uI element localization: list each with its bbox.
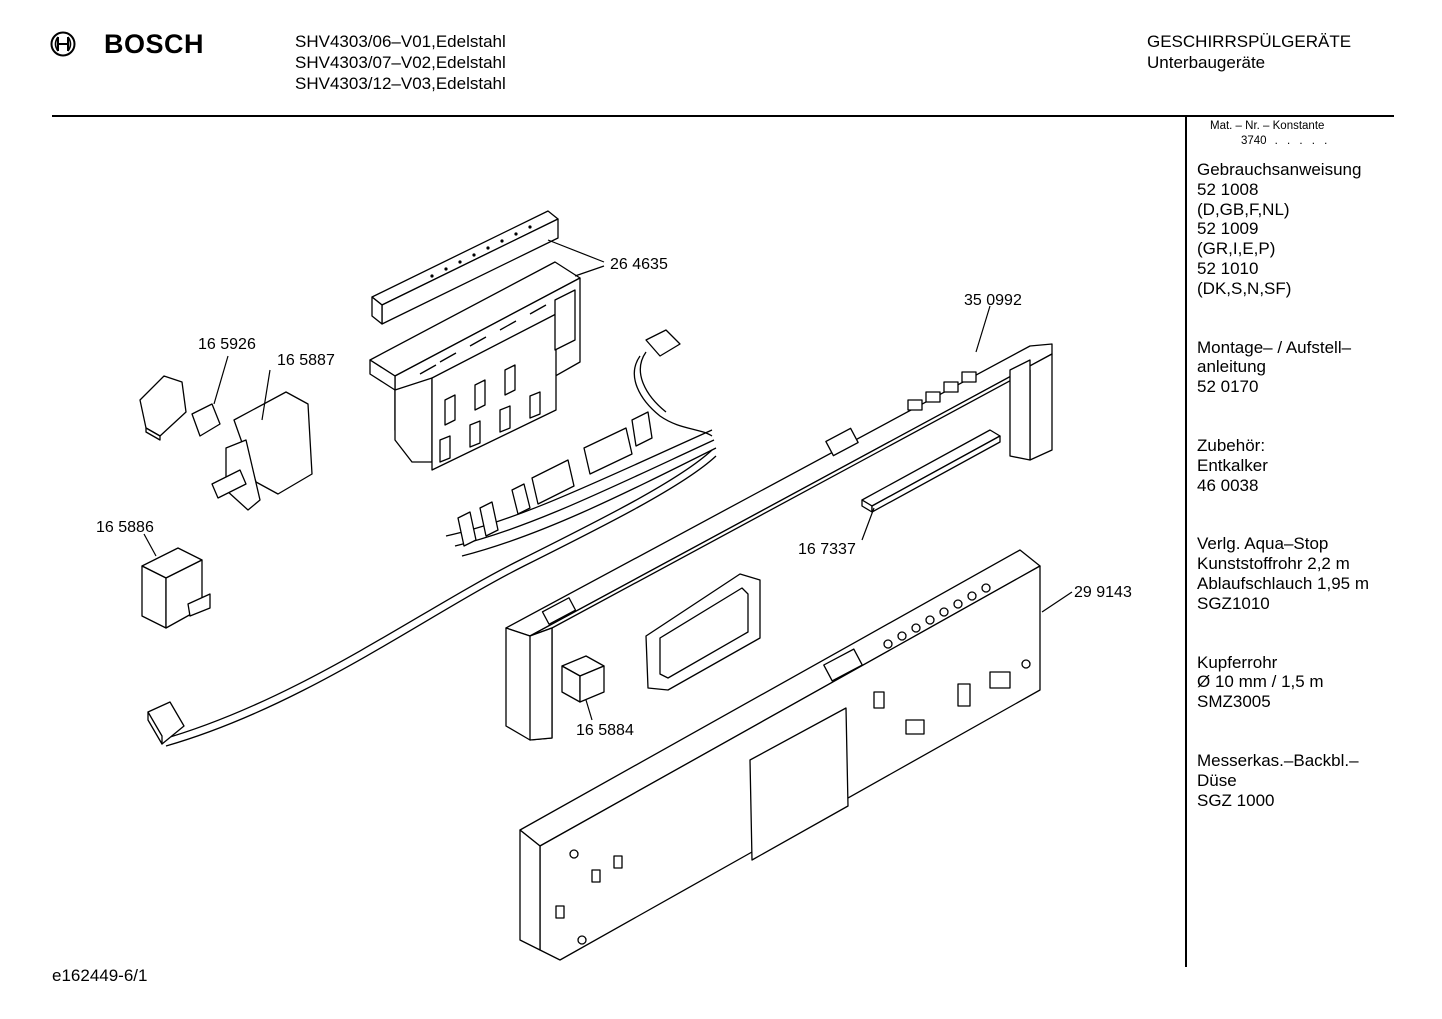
- mat-number-value: 3740 . . . . .: [1241, 135, 1330, 147]
- note-line: Düse: [1197, 770, 1237, 790]
- sidebar-divider: [1185, 117, 1187, 967]
- part-label-165887: 16 5887: [277, 352, 335, 369]
- cover-cap-drawing: [139, 375, 221, 441]
- brand-name: BOSCH: [104, 29, 205, 59]
- bosch-logo-icon: [50, 31, 76, 57]
- header-divider: [52, 115, 1394, 117]
- leader-lines: [143, 239, 1073, 721]
- part-label-165884: 16 5884: [576, 722, 634, 739]
- note-line: 52 0170: [1197, 377, 1259, 397]
- note-line: Montage– / Aufstell–: [1197, 337, 1352, 357]
- part-label-264635: 26 4635: [610, 256, 668, 273]
- model-line: SHV4303/12–V03,Edelstahl: [295, 74, 506, 93]
- part-label-299143: 29 9143: [1074, 584, 1132, 601]
- note-line: Verlg. Aqua–Stop: [1197, 534, 1329, 554]
- note-line: 52 1009: [1197, 219, 1259, 239]
- note-line: 46 0038: [1197, 475, 1259, 495]
- note-line: 52 1008: [1197, 179, 1259, 199]
- note-line: 52 1010: [1197, 258, 1259, 278]
- note-block-copper-pipe: Kupferrohr Ø 10 mm / 1,5 m SMZ3005: [1197, 653, 1369, 712]
- control-panel-frame-drawing: [505, 343, 1053, 741]
- mat-dots: . . . . .: [1274, 135, 1331, 147]
- model-line: SHV4303/06–V01,Edelstahl: [295, 32, 506, 51]
- part-label-165926: 16 5926: [198, 336, 256, 353]
- note-blocks: Gebrauchsanweisung 52 1008 (D,GB,F,NL) 5…: [1197, 160, 1369, 849]
- exploded-parts-diagram: 26 4635 35 0992 16 5926 16 5887 16 5886 …: [96, 210, 1132, 961]
- note-block-nozzle: Messerkas.–Backbl.– Düse SGZ 1000: [1197, 751, 1369, 810]
- relay-holder-drawing: [211, 391, 313, 511]
- note-line: Messerkas.–Backbl.–: [1197, 750, 1359, 770]
- button-strip-drawing: [371, 210, 559, 325]
- model-line: SHV4303/07–V02,Edelstahl: [295, 53, 506, 72]
- part-label-165886: 16 5886: [96, 519, 154, 536]
- wiring-harness-drawing: [147, 329, 717, 747]
- drawing-code: e162449-6/1: [52, 966, 148, 985]
- note-block-aquastop: Verlg. Aqua–Stop Kunststoffrohr 2,2 m Ab…: [1197, 534, 1369, 613]
- note-line: SMZ3005: [1197, 692, 1271, 712]
- note-line: Zubehör:: [1197, 435, 1266, 455]
- display-strip-drawing: [861, 429, 1001, 513]
- electronic-module-drawing: [369, 261, 581, 471]
- category-title: GESCHIRRSPÜLGERÄTE Unterbaugeräte: [1147, 31, 1351, 73]
- part-label-350992: 35 0992: [964, 292, 1022, 309]
- note-line: Entkalker: [1197, 455, 1268, 475]
- model-list: SHV4303/06–V01,Edelstahl SHV4303/07–V02,…: [295, 31, 506, 94]
- note-line: Ablaufschlauch 1,95 m: [1197, 573, 1369, 593]
- note-line: Kupferrohr: [1197, 652, 1278, 672]
- part-label-167337: 16 7337: [798, 541, 856, 558]
- note-line: anleitung: [1197, 357, 1267, 377]
- note-line: Ø 10 mm / 1,5 m: [1197, 672, 1324, 692]
- note-line: SGZ1010: [1197, 593, 1270, 613]
- note-line: (GR,I,E,P): [1197, 239, 1276, 259]
- mat-number: 3740: [1241, 135, 1267, 147]
- category-line: Unterbaugeräte: [1147, 53, 1266, 72]
- note-line: SGZ 1000: [1197, 790, 1275, 810]
- note-block-installation: Montage– / Aufstell– anleitung 52 0170: [1197, 338, 1369, 397]
- note-line: (D,GB,F,NL): [1197, 199, 1290, 219]
- note-line: Kunststoffrohr 2,2 m: [1197, 554, 1350, 574]
- note-block-manual: Gebrauchsanweisung 52 1008 (D,GB,F,NL) 5…: [1197, 160, 1369, 299]
- category-line: GESCHIRRSPÜLGERÄTE: [1147, 32, 1352, 51]
- switch-block-drawing: [141, 547, 211, 629]
- inner-panel-drawing: [519, 549, 1041, 961]
- mat-number-label: Mat. – Nr. – Konstante: [1210, 120, 1325, 132]
- note-line: Gebrauchsanweisung: [1197, 160, 1362, 179]
- note-line: (DK,S,N,SF): [1197, 278, 1292, 298]
- small-block-drawing: [561, 655, 605, 703]
- note-block-accessories: Zubehör: Entkalker 46 0038: [1197, 436, 1369, 495]
